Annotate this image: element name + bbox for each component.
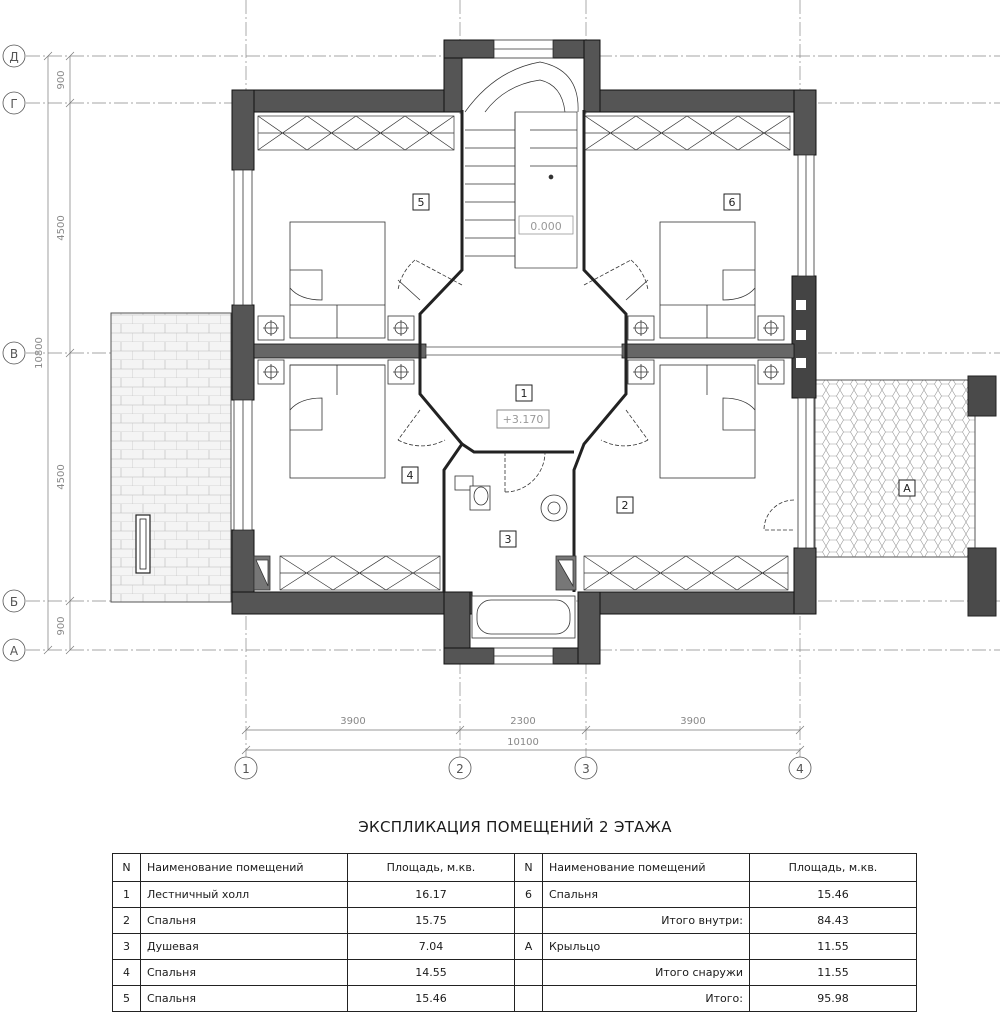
cell-name: Крыльцо [542,933,750,960]
dim-b-a: 900 [56,616,67,635]
cell-area: 11.55 [749,933,917,960]
cell-n: 4 [112,959,141,986]
beds [289,221,756,479]
axis-marker-g: Г [10,97,17,111]
dim-1-2: 3900 [340,716,365,727]
cell-name: Спальня [542,881,750,908]
dim-d-g: 900 [56,70,67,89]
cell-area: 16.17 [347,881,515,908]
cell-summary-text: Итого: [705,992,743,1005]
table-row: 4 Спальня 14.55 Итого снаружи 11.55 [112,959,917,986]
axis-marker-a: А [10,644,19,658]
wardrobes [257,115,791,591]
cell-name: Спальня [140,959,348,986]
cell-name: Итого внутри: [542,907,750,934]
rooms-table: N Наименование помещений Площадь, м.кв. … [112,853,917,1012]
bathroom-fixtures [253,475,577,639]
axis-marker-4: 4 [796,762,804,776]
cell-n [514,907,543,934]
cell-n [514,985,543,1012]
cell-name: Лестничный холл [140,881,348,908]
cell-name: Спальня [140,985,348,1012]
cell-area: 95.98 [749,985,917,1012]
axis-marker-d: Д [9,50,18,64]
staircase [464,61,579,269]
cell-name: Спальня [140,907,348,934]
room-number-porch: А [903,482,911,495]
door-swings [397,259,795,531]
cell-n: 6 [514,881,543,908]
axis-marker-v: В [10,347,18,361]
porch-area [814,375,997,617]
cell-n [514,959,543,986]
floor-plan: 5 6 1 4 2 3 А 0.000 +3.170 3900 2300 390… [2,0,1000,780]
cell-summary-text: Итого внутри: [661,914,743,927]
dim-v-b: 4500 [56,464,67,489]
header-n: N [112,853,141,882]
axis-marker-1: 1 [242,762,250,776]
cell-area: 84.43 [749,907,917,934]
table-header-row: N Наименование помещений Площадь, м.кв. … [112,853,917,882]
table-row: 3 Душевая 7.04 А Крыльцо 11.55 [112,933,917,960]
header-name-2: Наименование помещений [542,853,750,882]
table-row: 2 Спальня 15.75 Итого внутри: 84.43 [112,907,917,934]
header-area: Площадь, м.кв. [347,853,515,882]
dimension-lines [43,51,805,755]
axis-marker-b: Б [10,595,18,609]
partition-walls [253,343,795,359]
side-terrace [110,312,232,603]
room-number-1: 1 [521,387,528,400]
axis-marker-2: 2 [456,762,464,776]
table-row: 1 Лестничный холл 16.17 6 Спальня 15.46 [112,881,917,908]
room-number-3: 3 [505,533,512,546]
cell-area: 7.04 [347,933,515,960]
room-number-4: 4 [407,469,414,482]
cell-area: 15.46 [347,985,515,1012]
cell-area: 11.55 [749,959,917,986]
dim-total-v: 10800 [34,337,45,369]
room-number-5: 5 [418,196,425,209]
exterior-walls [231,39,817,665]
table-title: ЭКСПЛИКАЦИЯ ПОМЕЩЕНИЙ 2 ЭТАЖА [358,818,672,836]
cell-n: 3 [112,933,141,960]
chimney-block [791,275,817,399]
cell-name-text: Крыльцо [549,940,601,953]
cell-area: 15.75 [347,907,515,934]
windows [233,39,815,665]
cell-name: Душевая [140,933,348,960]
room-number-6: 6 [729,196,736,209]
cell-n: 1 [112,881,141,908]
cell-n: 2 [112,907,141,934]
cell-name: Итого: [542,985,750,1012]
dim-total-h: 10100 [507,737,539,748]
header-n-2: N [514,853,543,882]
cell-name-text: Спальня [549,888,598,901]
cell-n: 5 [112,985,141,1012]
dim-g-v: 4500 [56,215,67,240]
room-tags [401,193,916,548]
cell-n: А [514,933,543,960]
room-number-2: 2 [622,499,629,512]
table-row: 5 Спальня 15.46 Итого: 95.98 [112,985,917,1012]
header-name: Наименование помещений [140,853,348,882]
axis-marker-3: 3 [582,762,590,776]
header-area-2: Площадь, м.кв. [749,853,917,882]
cell-area: 14.55 [347,959,515,986]
level-mark-stair: 0.000 [530,220,562,233]
dim-2-3: 2300 [510,716,535,727]
level-mark-hall: +3.170 [503,413,544,426]
cell-area: 15.46 [749,881,917,908]
dim-3-4: 3900 [680,716,705,727]
nightstand-lamps [257,315,785,385]
cell-summary-text: Итого снаружи [655,966,743,979]
hall-walls [418,110,628,592]
cell-name: Итого снаружи [542,959,750,986]
